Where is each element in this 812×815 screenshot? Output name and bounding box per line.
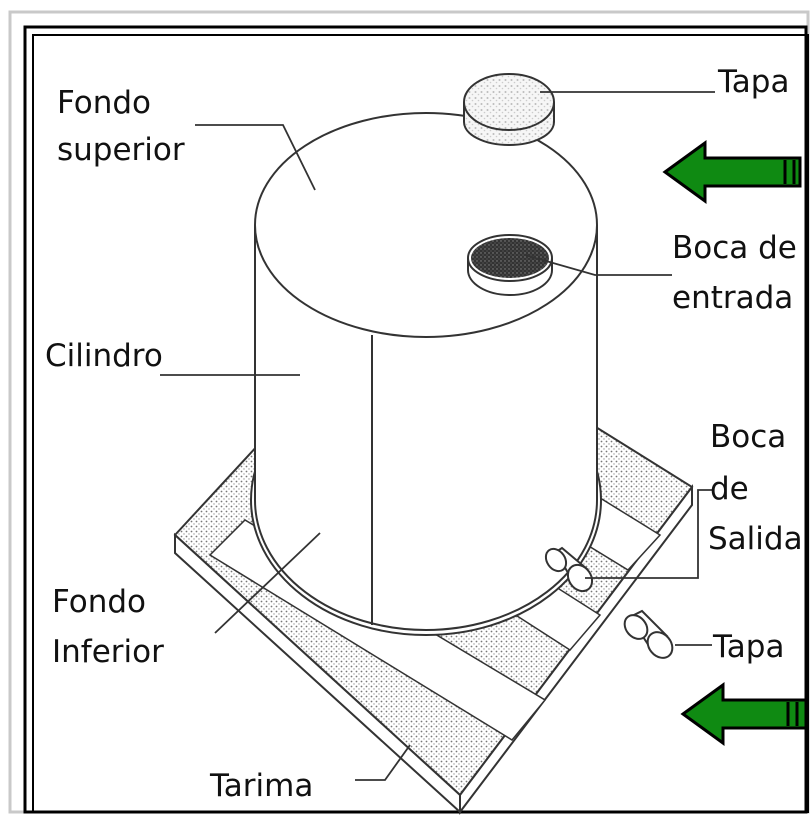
leader-fondo-superior (195, 124, 316, 191)
label-fondo-superior-line1: Fondo (57, 85, 151, 121)
label-fondo-superior-line2: superior (57, 132, 185, 168)
tapa-bottom-cap (623, 609, 674, 659)
leader-tarima (355, 744, 411, 781)
leader-lines (160, 91, 715, 781)
frame (8, 10, 810, 814)
label-boca-salida-line2: de (710, 471, 749, 507)
labels: Fondo superior Tapa Boca de entrada Cili… (45, 64, 803, 804)
label-boca-salida-line1: Boca (710, 419, 786, 455)
label-fondo-inferior-line2: Inferior (52, 634, 164, 670)
label-fondo-inferior-line1: Fondo (52, 584, 146, 620)
label-boca-salida-line3: Salida (708, 521, 803, 557)
tapa-top-cap (463, 73, 555, 146)
label-boca-entrada-line2: entrada (672, 280, 793, 316)
boca-salida-pipe (544, 546, 594, 593)
label-cilindro: Cilindro (45, 338, 163, 374)
boca-entrada-opening (467, 234, 553, 296)
label-tarima: Tarima (209, 768, 313, 804)
label-tapa-bottom: Tapa (712, 629, 784, 665)
label-boca-entrada-line1: Boca de (672, 230, 797, 266)
left-arrow-icon (680, 682, 808, 746)
left-arrow-icon (662, 140, 802, 204)
leader-boca-entrada (524, 254, 672, 276)
leader-fondo-inferior (214, 532, 321, 634)
leader-boca-salida (585, 489, 712, 579)
fondo-superior-lid (254, 112, 598, 338)
label-tapa-top: Tapa (717, 64, 789, 100)
